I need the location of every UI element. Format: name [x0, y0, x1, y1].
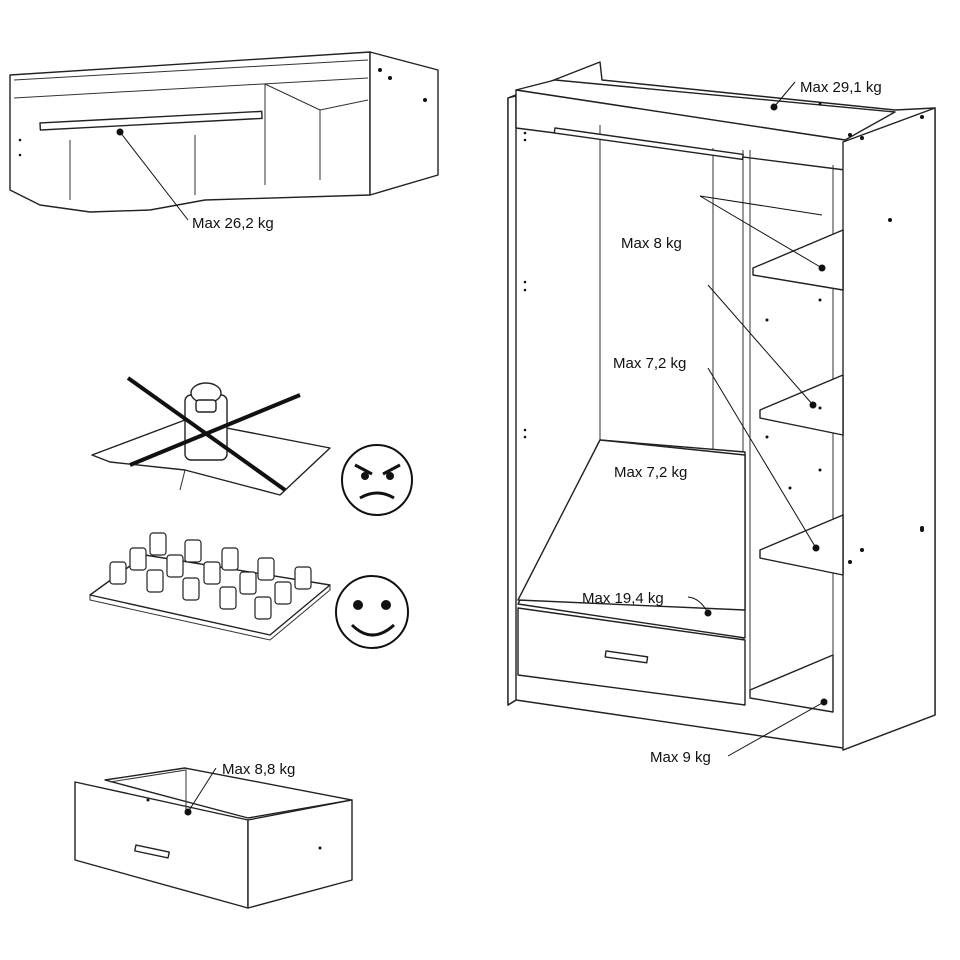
shelf-2-load-label: Max 7,2 kg [613, 355, 686, 372]
shelf-1-load-label: Max 8 kg [621, 235, 682, 252]
smiling-face-icon [335, 575, 409, 649]
wrong-load-illustration [91, 376, 413, 516]
bottom-compartment-load-label: Max 19,4 kg [582, 590, 664, 607]
bottom-right-load-label: Max 9 kg [650, 749, 711, 766]
top-shelf-load-label: Max 29,1 kg [800, 79, 882, 96]
rail-load-label: Max 26,2 kg [192, 215, 274, 232]
drawer: Max 8,8 kg [74, 761, 353, 909]
shelf-3-load-label: Max 7,2 kg [614, 464, 687, 481]
right-load-illustration [89, 532, 409, 649]
angry-face-icon [341, 444, 413, 516]
overhead-cabinet: Max 26,2 kg [9, 51, 439, 232]
drawer-load-label: Max 8,8 kg [222, 761, 295, 778]
wardrobe: Max 29,1 kg Max 8 kg Max 7,2 kg Max 7,2 … [507, 61, 936, 766]
